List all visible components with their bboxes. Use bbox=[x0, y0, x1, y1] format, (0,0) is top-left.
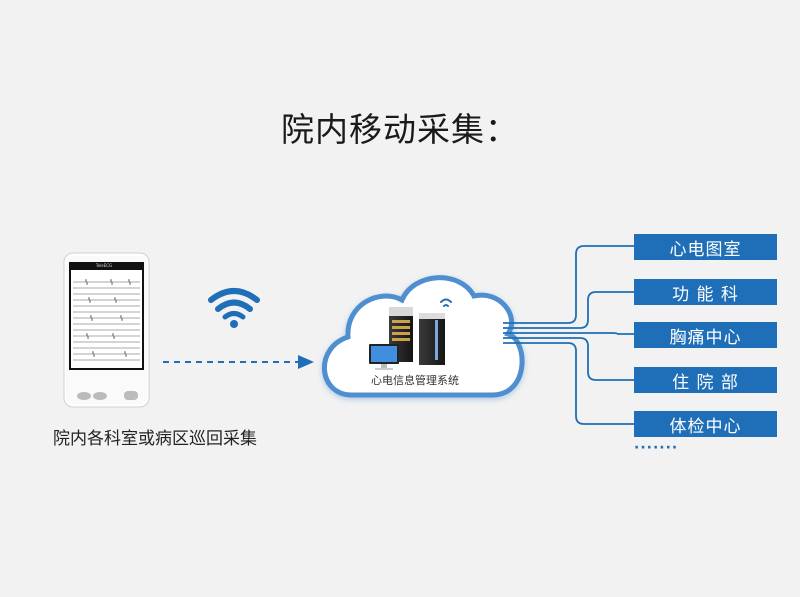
device-caption: 院内各科室或病区巡回采集 bbox=[53, 429, 257, 449]
cloud-system-label: 心电信息管理系统 bbox=[371, 374, 459, 387]
transmission-arrow bbox=[163, 355, 314, 369]
ecg-traces bbox=[73, 278, 140, 361]
department-inpatient: 住 院 部 bbox=[634, 367, 777, 393]
more-departments-ellipsis: ······· bbox=[634, 440, 679, 456]
department-physical-exam-center: 体检中心 bbox=[634, 411, 777, 437]
device-button-middle-icon bbox=[93, 392, 107, 400]
department-ecg-room: 心电图室 bbox=[634, 234, 777, 260]
wifi-icon bbox=[208, 288, 260, 328]
device-button-left-icon bbox=[77, 392, 91, 400]
department-chest-pain-center: 胸痛中心 bbox=[634, 322, 777, 348]
device-brand: TeleECG bbox=[95, 263, 112, 268]
server-computer-icon bbox=[369, 298, 452, 370]
department-function: 功 能 科 bbox=[634, 279, 777, 305]
connector-lines bbox=[503, 245, 634, 425]
device-button-right-icon bbox=[124, 391, 138, 400]
page-title: 院内移动采集： bbox=[281, 110, 519, 149]
ecg-tablet-device: TeleECG bbox=[63, 252, 150, 408]
